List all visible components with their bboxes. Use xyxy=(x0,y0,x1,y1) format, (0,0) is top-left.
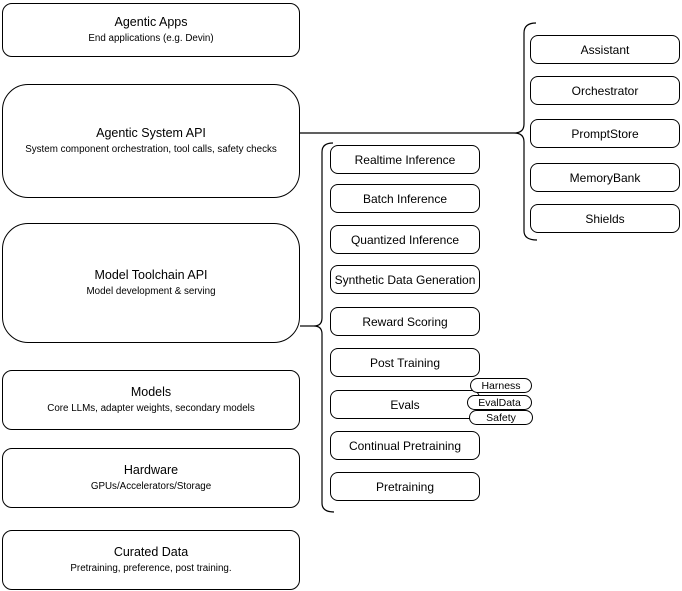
toolchain-brace xyxy=(313,142,335,513)
toolchain-item-realtime-inference: Realtime Inference xyxy=(330,145,480,174)
toolchain-item-reward-scoring: Reward Scoring xyxy=(330,307,480,336)
system-component-promptstore: PromptStore xyxy=(530,119,680,148)
node-subtitle: Pretraining, preference, post training. xyxy=(70,563,232,575)
system-component-memorybank: MemoryBank xyxy=(530,163,680,192)
toolchain-item-evals: Evals xyxy=(330,390,480,419)
node-title: Agentic Apps xyxy=(114,14,188,29)
components-brace xyxy=(513,22,538,241)
node-title: Curated Data xyxy=(113,544,189,559)
node-agentic-apps: Agentic Apps End applications (e.g. Devi… xyxy=(2,3,300,57)
toolchain-item-quantized-inference: Quantized Inference xyxy=(330,225,480,254)
node-title: Model Toolchain API xyxy=(94,267,208,282)
node-hardware: Hardware GPUs/Accelerators/Storage xyxy=(2,448,300,508)
system-component-shields: Shields xyxy=(530,204,680,233)
toolchain-item-post-training: Post Training xyxy=(330,348,480,377)
toolchain-item-batch-inference: Batch Inference xyxy=(330,184,480,213)
node-subtitle: End applications (e.g. Devin) xyxy=(88,33,214,45)
node-title: Agentic System API xyxy=(96,125,206,140)
node-subtitle: System component orchestration, tool cal… xyxy=(25,144,277,156)
node-agentic-system-api: Agentic System API System component orch… xyxy=(2,84,300,198)
system-component-orchestrator: Orchestrator xyxy=(530,76,680,105)
toolchain-item-pretraining: Pretraining xyxy=(330,472,480,501)
eval-tag-harness: Harness xyxy=(470,378,532,393)
system-component-assistant: Assistant xyxy=(530,35,680,64)
node-model-toolchain-api: Model Toolchain API Model development & … xyxy=(2,223,300,343)
node-subtitle: Model development & serving xyxy=(86,286,216,298)
node-subtitle: Core LLMs, adapter weights, secondary mo… xyxy=(47,403,255,415)
node-curated-data: Curated Data Pretraining, preference, po… xyxy=(2,530,300,590)
node-subtitle: GPUs/Accelerators/Storage xyxy=(90,481,212,493)
node-title: Hardware xyxy=(123,462,179,477)
eval-tag-evaldata: EvalData xyxy=(467,395,532,410)
toolchain-item-synthetic-data-generation: Synthetic Data Generation xyxy=(330,265,480,294)
node-models: Models Core LLMs, adapter weights, secon… xyxy=(2,370,300,430)
eval-tag-safety: Safety xyxy=(469,410,533,425)
toolchain-item-continual-pretraining: Continual Pretraining xyxy=(330,431,480,460)
node-title: Models xyxy=(130,384,172,399)
